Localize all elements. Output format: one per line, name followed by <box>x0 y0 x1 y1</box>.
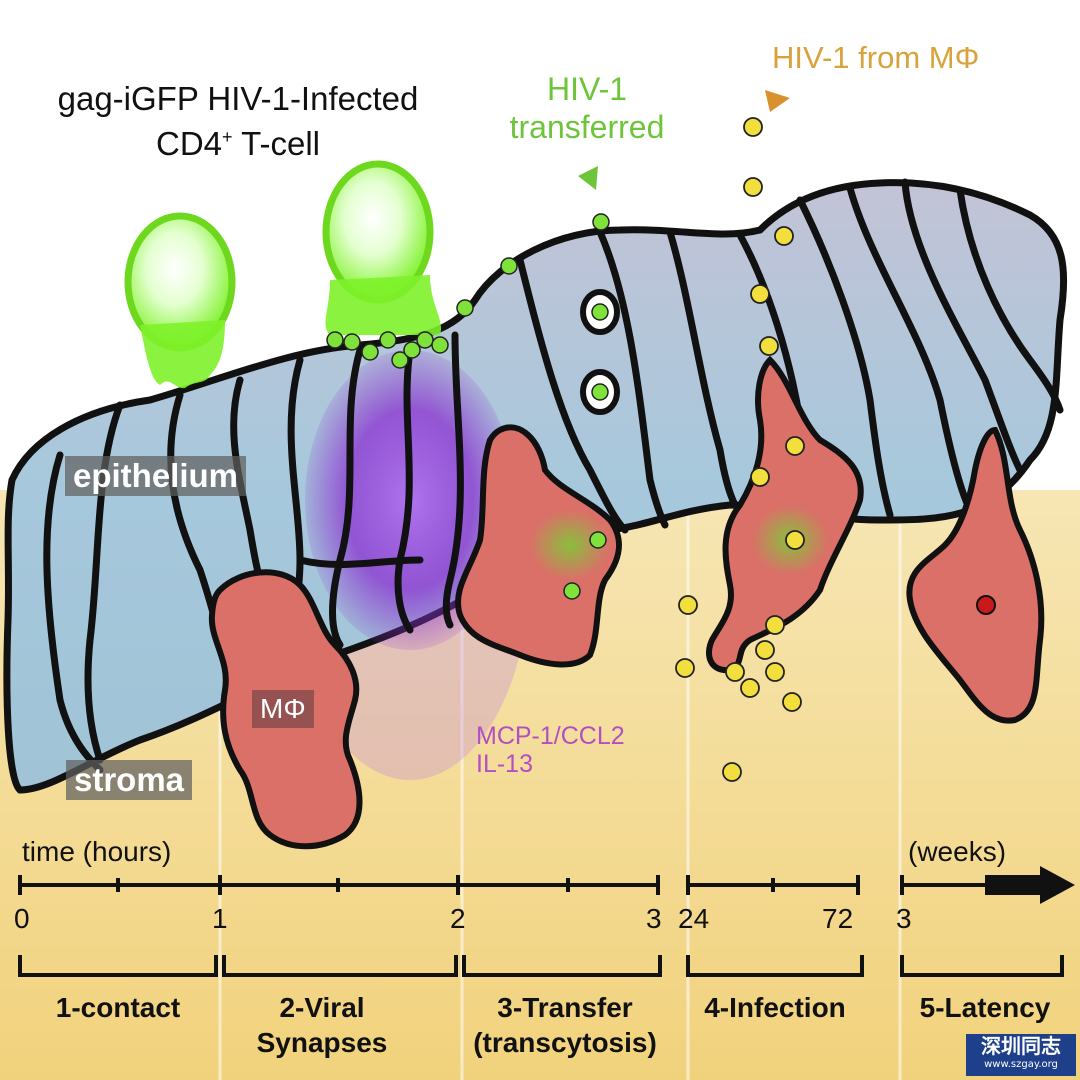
phase-line: 1-contact <box>55 992 181 1023</box>
watermark-line-1: 深圳同志 <box>981 1034 1061 1058</box>
phase-label-latency: 5-Latency <box>900 990 1070 1025</box>
tick-label: 72 <box>822 903 854 934</box>
transcytosis-vesicles <box>580 289 620 415</box>
hiv-from-mphi-label: HIV-1 from MΦ <box>772 40 980 75</box>
phase-line: 4-Infection <box>704 992 846 1023</box>
macrophage-label: MΦ <box>252 690 314 728</box>
tick-label: 0 <box>14 903 30 934</box>
watermark-logo: 深圳同志 www.szgay.org <box>966 1034 1076 1076</box>
watermark-line-2: www.szgay.org <box>984 1059 1058 1070</box>
cytokine-line-1: MCP-1/CCL2 <box>476 722 625 750</box>
phase-line: 5-Latency <box>919 992 1051 1023</box>
hours-axis-label: time (hours) <box>22 836 172 867</box>
phase-line: 3-Transfer <box>497 992 633 1023</box>
from-mphi-arrow-icon <box>765 90 790 112</box>
title-tcell: T-cell <box>232 125 320 162</box>
synapse-virions <box>326 331 449 369</box>
macrophage-2-virus-glow <box>530 510 610 580</box>
phase-line: 2-Viral <box>279 992 365 1023</box>
tcell-1 <box>124 212 236 389</box>
integrated-provirus-dot <box>976 595 996 615</box>
tcell-2 <box>322 160 442 335</box>
tick-label: 3 <box>646 903 662 934</box>
epithelium-label: epithelium <box>65 456 247 496</box>
phase-line: Synapses <box>256 1027 388 1058</box>
weeks-axis-label: (weeks) <box>908 836 1007 867</box>
phase-label-contact: 1-contact <box>20 990 216 1025</box>
title-cd4: CD4 <box>156 125 223 162</box>
phase-brackets <box>18 955 1064 977</box>
figure-title: gag-iGFP HIV-1-Infected CD4+ T-cell <box>28 80 448 163</box>
macrophage-4 <box>906 426 1045 724</box>
transferred-arrow-icon <box>578 166 598 190</box>
title-sup: + <box>222 127 233 147</box>
phase-label-viral-synapses: 2-Viral Synapses <box>224 990 420 1060</box>
cytokine-label: MCP-1/CCL2 IL-13 <box>476 722 625 778</box>
title-line-2: CD4+ T-cell <box>28 118 448 163</box>
hiv-transferred-line-2: transferred <box>509 109 665 145</box>
tick-label: 2 <box>450 903 466 934</box>
tick-label: 24 <box>678 903 710 934</box>
phase-label-transfer: 3-Transfer (transcytosis) <box>450 990 680 1060</box>
hiv-transferred-label: HIV-1 transferred <box>482 70 692 146</box>
phase-line: (transcytosis) <box>473 1027 657 1058</box>
tick-label: 3 <box>896 903 912 934</box>
macrophage-derived-virions <box>675 117 805 782</box>
title-line-1: gag-iGFP HIV-1-Infected <box>57 80 419 117</box>
timeline-arrow-icon <box>985 866 1075 904</box>
hiv-transferred-line-1: HIV-1 <box>546 71 628 107</box>
phase-label-infection: 4-Infection <box>680 990 870 1025</box>
stroma-label: stroma <box>66 760 193 800</box>
cytokine-line-2: IL-13 <box>476 750 533 778</box>
transferred-virions <box>456 213 610 600</box>
tick-label: 1 <box>212 903 228 934</box>
